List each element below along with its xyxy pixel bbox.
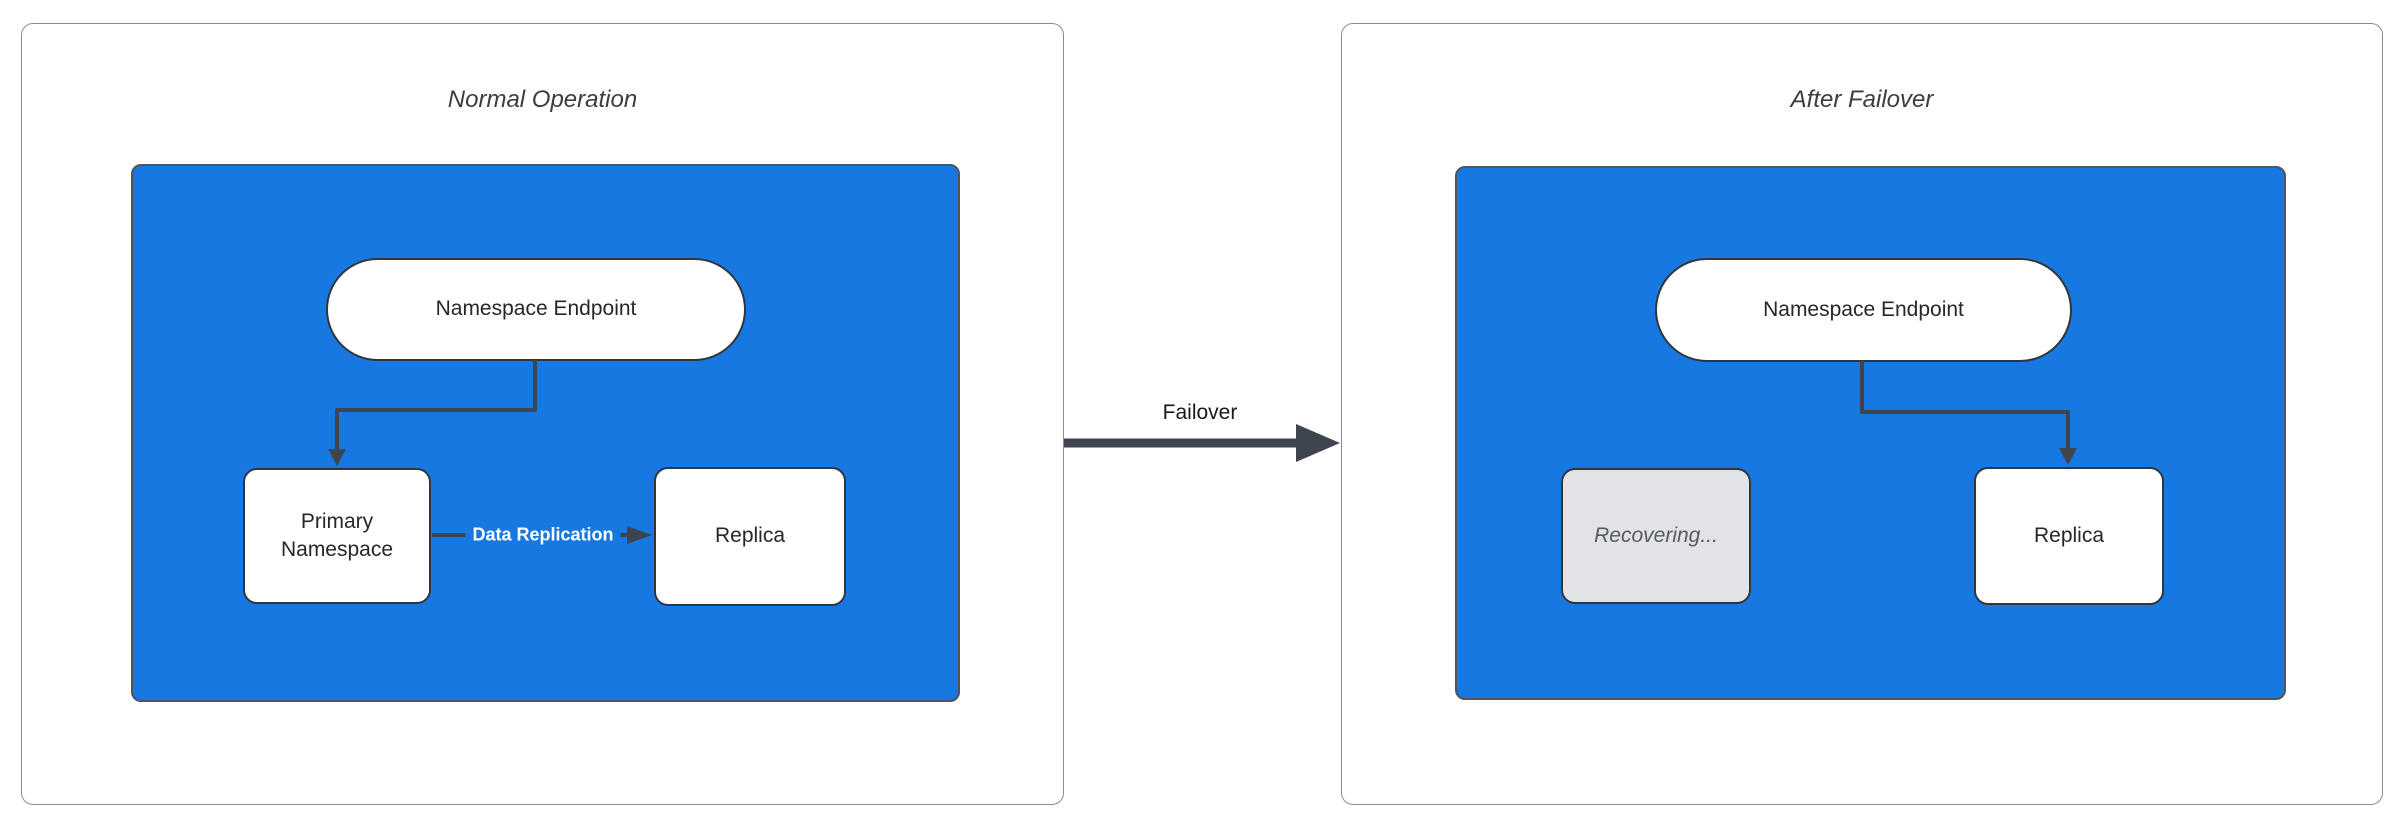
panel-title: Normal Operation: [447, 86, 638, 113]
node-replica: Replica: [1974, 467, 2164, 605]
node-label: Namespace Endpoint: [435, 297, 637, 321]
node-namespace-endpoint: Namespace Endpoint: [1655, 258, 2072, 362]
panel-after-failover: After Failover Namespace Endpoint Recove…: [1341, 23, 2383, 805]
node-label: Namespace Endpoint: [1763, 297, 1964, 321]
node-primary-namespace: Primary Namespace: [243, 468, 431, 604]
node-label: Replica: [714, 524, 786, 548]
node-recovering: Recovering...: [1561, 468, 1751, 604]
node-label: Recovering...: [1594, 523, 1718, 547]
panel-normal-operation: Normal Operation Namespace Endpoint Prim…: [21, 23, 1064, 805]
cluster-box: [131, 164, 960, 702]
node-namespace-endpoint: Namespace Endpoint: [326, 258, 746, 361]
failover-label: Failover: [1162, 401, 1238, 424]
arrowhead-icon: [1296, 424, 1340, 462]
node-replica: Replica: [654, 467, 846, 606]
node-label: Replica: [2033, 523, 2105, 547]
edge-label-data-replication: Data Replication: [465, 523, 621, 547]
node-label: Primary Namespace: [280, 509, 394, 561]
panel-title: After Failover: [1790, 86, 1934, 113]
cluster-box: [1455, 166, 2286, 700]
